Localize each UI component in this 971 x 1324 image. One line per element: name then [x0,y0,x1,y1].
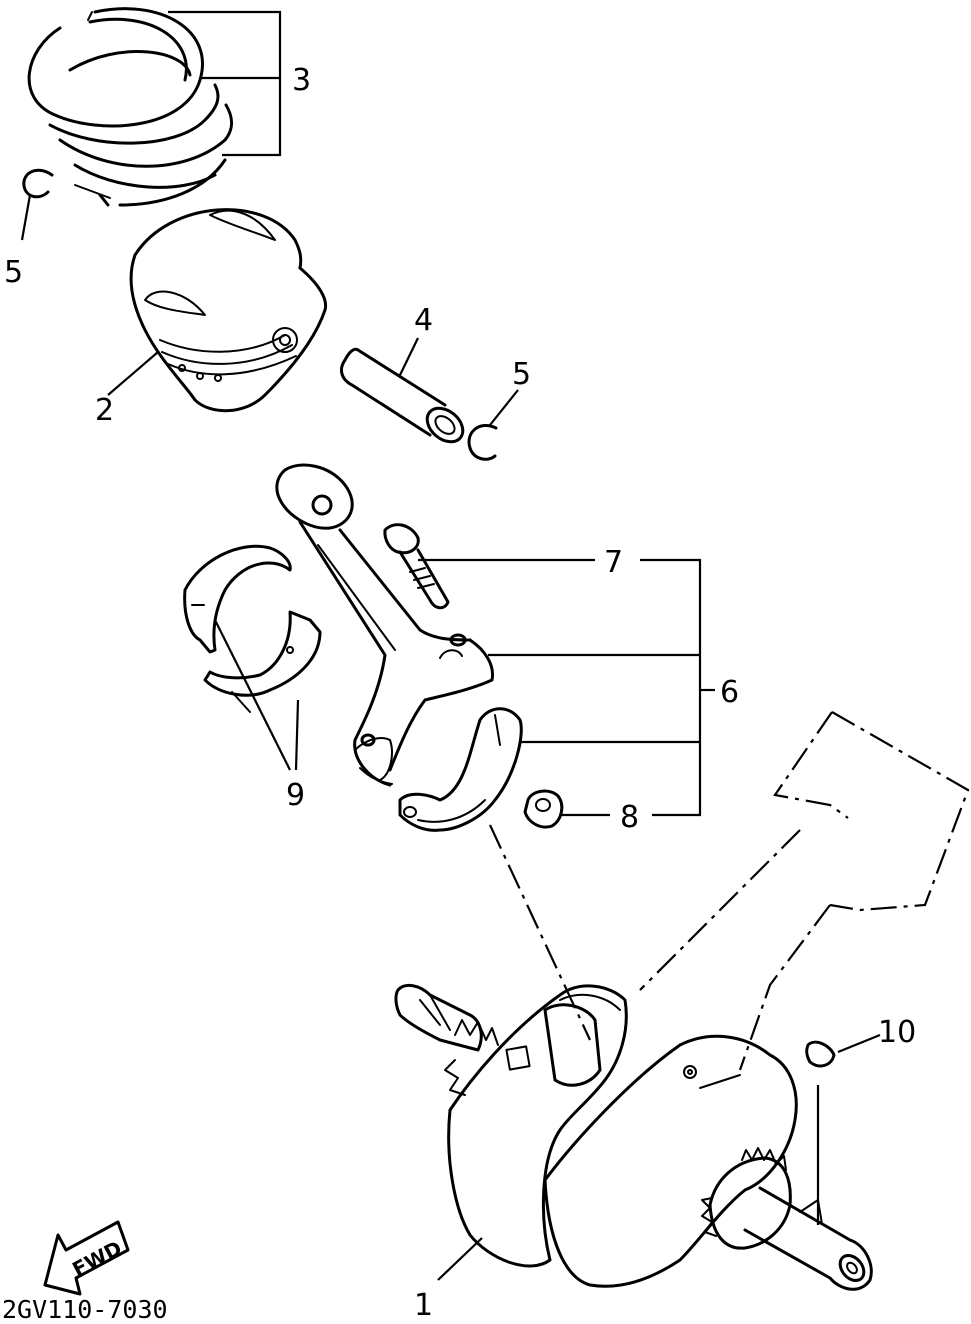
callout-9: 9 [286,778,305,813]
callout-8: 8 [620,800,639,835]
callout-leaders [20,10,881,1281]
phantom-connecting-rod [489,711,970,1071]
rod-bolt [383,523,450,610]
callout-3: 3 [292,63,311,98]
fwd-arrow-icon: FWD [43,1220,130,1296]
callout-labels: 3 5 2 4 5 7 6 8 9 10 1 [4,63,916,1323]
rod-cap [398,707,523,832]
callout-1: 1 [414,1288,433,1323]
callout-5-right: 5 [512,357,531,392]
woodruff-key [805,1040,836,1068]
callout-6: 6 [720,675,739,710]
rod-nut [523,789,564,829]
crankshaft [394,983,873,1291]
diagram-code: 2GV110-7030 [2,1295,168,1324]
callout-4: 4 [414,303,433,338]
piston [129,208,328,413]
connecting-rod [275,463,495,787]
piston-ring-set [27,7,233,207]
callout-2: 2 [95,393,114,428]
callout-10: 10 [878,1015,916,1050]
piston-pin [340,347,465,444]
bearing-lower [203,610,322,713]
callout-7: 7 [604,545,623,580]
circlip-left [22,168,54,199]
circlip-right [467,424,498,461]
bearing-upper [183,544,292,654]
callout-5-left: 5 [4,255,23,290]
